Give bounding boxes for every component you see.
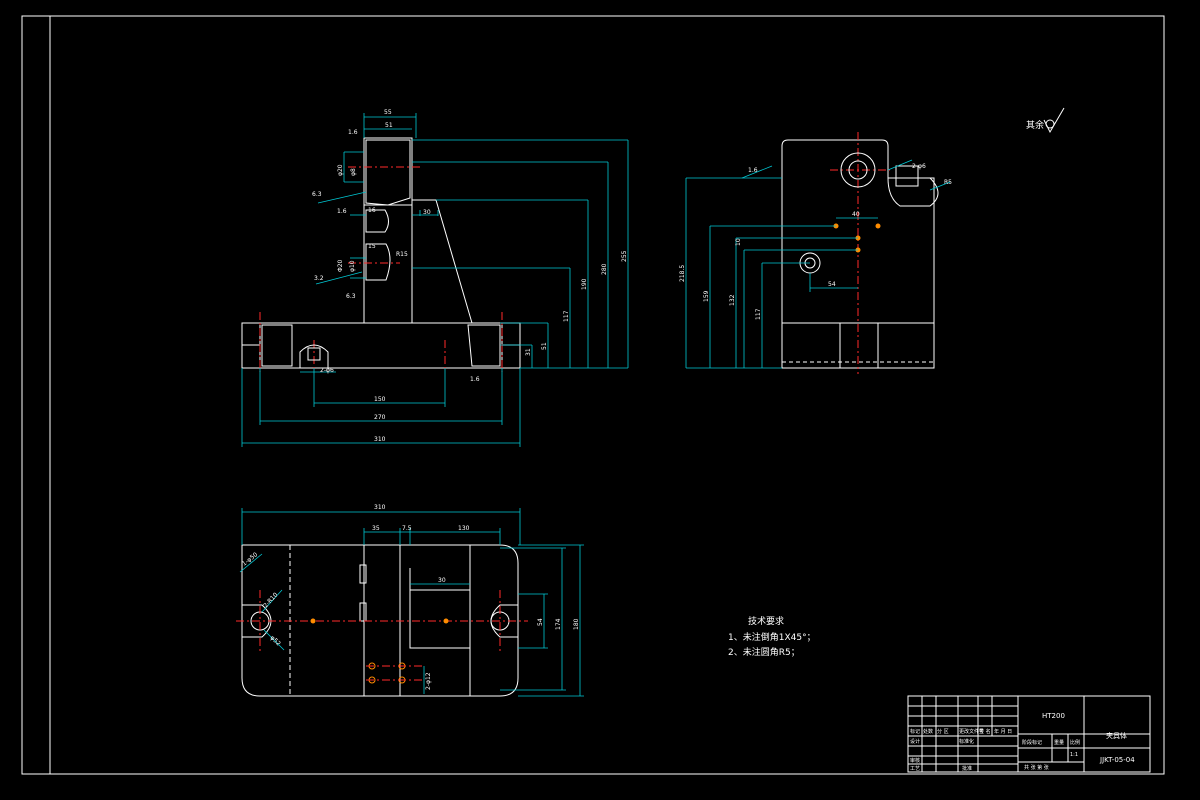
side-dim-10: 54: [828, 281, 836, 288]
top-dim-2: 35: [372, 525, 380, 532]
top-dim-1: 310: [374, 504, 386, 511]
dim-small-8: R15: [396, 251, 408, 258]
tech-req-item-2: 2、未注圆角R5；: [728, 646, 800, 658]
dim-right-6: 255: [621, 250, 628, 262]
dim-small-2: 15: [368, 243, 376, 250]
dim-bottom-2: 270: [374, 414, 386, 421]
side-dim-2: 159: [703, 290, 710, 302]
side-dim-8: 40: [852, 211, 860, 218]
tb-col-3: 更改文件号: [959, 728, 984, 735]
dim-small-1: 16: [368, 207, 376, 214]
tb-scale: 1:1: [1070, 752, 1078, 758]
roughness-6: 1.6: [470, 376, 480, 383]
tb-sheet-count: 共 张 第 张: [1024, 764, 1049, 771]
upper-section-hatch: [365, 139, 411, 206]
side-dim-3: 132: [729, 294, 736, 306]
base-body: [241, 322, 521, 369]
svg-text:其余: 其余: [1026, 119, 1044, 131]
upright-outline: [363, 137, 473, 324]
side-dim-6: 2-φ6: [912, 163, 926, 170]
top-dim-4: 130: [458, 525, 470, 532]
top-dim-9: 2-φ12: [425, 672, 432, 690]
left-base-hatch: [261, 324, 293, 367]
side-dim-5: 1.6: [748, 167, 758, 174]
tb-col-2: 分 区: [937, 728, 949, 735]
dim-right-1: 31: [525, 348, 532, 356]
dim-small-6: Φ20: [337, 259, 344, 272]
top-view: 310 35 7.5 130 30 174 180 54 2-φ12 1-φ50…: [236, 504, 584, 697]
technical-requirements: 技术要求 1、未注倒角1X45°； 2、未注圆角R5；: [728, 615, 816, 658]
top-dim-6: 174: [555, 618, 562, 630]
dim-bottom-3: 310: [374, 436, 386, 443]
slot-hatch: [365, 209, 391, 281]
tb-material: HT200: [1042, 712, 1065, 720]
dim-small-7: φ10: [349, 260, 356, 272]
tb-row-1: 标记: [910, 728, 920, 735]
side-dim-1: 218.5: [679, 265, 686, 282]
outer-frame: [21, 15, 1165, 775]
top-leader-2: 2-R10: [262, 591, 279, 609]
tb-row-3: 审核: [910, 757, 920, 764]
side-dim-9: 10: [735, 238, 742, 246]
dim-right-2: 51: [541, 342, 548, 350]
right-base-hatch: [467, 324, 501, 367]
side-bore-outer: [840, 152, 876, 188]
top-dim-8: 54: [537, 618, 544, 626]
tech-req-title: 技术要求: [748, 615, 784, 627]
roughness-3: 1.6: [337, 208, 347, 215]
top-leader-1: 1-φ50: [241, 551, 259, 567]
side-view: 218.5 159 132 117 1.6 2-φ6 R5 40 10 54: [679, 132, 952, 374]
dim-top-2: 51: [385, 122, 393, 129]
tb-field-2: 批准: [962, 765, 972, 772]
tb-field-1: 标准化: [959, 738, 974, 745]
tb-col-4: 签 名: [979, 728, 991, 735]
dim-small-4: φ20: [337, 164, 344, 176]
top-outline: [241, 544, 519, 697]
roughness-1: 1.6: [348, 129, 358, 136]
front-view: 55 51 31 51 117 190 280 255 150 270 310 …: [241, 109, 629, 447]
inner-frame: [49, 15, 1165, 775]
tb-row-4: 工艺: [910, 766, 920, 772]
side-body: [781, 139, 935, 369]
roughness-note: 其余: [1026, 107, 1065, 134]
tb-field-5: 比例: [1070, 739, 1080, 746]
side-dim-4: 117: [755, 308, 762, 320]
tb-col-1: 处数: [923, 728, 933, 735]
roughness-5: 6.3: [346, 293, 356, 300]
tb-field-4: 重量: [1054, 739, 1064, 746]
tb-row-2: 设计: [910, 738, 920, 745]
dim-right-5: 280: [601, 263, 608, 275]
tb-part-name: 夹具体: [1106, 731, 1127, 740]
side-bore-inner: [848, 160, 868, 180]
dim-bottom-1: 150: [374, 396, 386, 403]
dim-right-4: 190: [581, 278, 588, 290]
side-dim-7: R5: [944, 179, 952, 186]
dim-small-3: 30: [423, 209, 431, 216]
tb-col-5: 年 月 日: [994, 728, 1012, 735]
tech-req-item-1: 1、未注倒角1X45°；: [728, 631, 816, 643]
roughness-2: 6.3: [312, 191, 322, 198]
top-dim-3: 7.5: [402, 525, 412, 532]
side-section-hatch: [887, 177, 939, 207]
roughness-4: 3.2: [314, 275, 324, 282]
dim-small-9: 2-φ6: [320, 367, 334, 374]
top-dim-5: 30: [438, 577, 446, 584]
tb-drawing-number: JJKT-05-04: [1099, 756, 1135, 764]
dim-right-3: 117: [563, 310, 570, 322]
dim-top-1: 55: [384, 109, 392, 116]
tb-field-3: 阶段标记: [1022, 739, 1042, 746]
top-dim-7: 180: [573, 618, 580, 630]
dim-small-5: φ8: [350, 168, 357, 176]
title-block: 处数 分 区 更改文件号 签 名 年 月 日 标记 设计 审核 工艺 标准化 批…: [907, 695, 1151, 773]
